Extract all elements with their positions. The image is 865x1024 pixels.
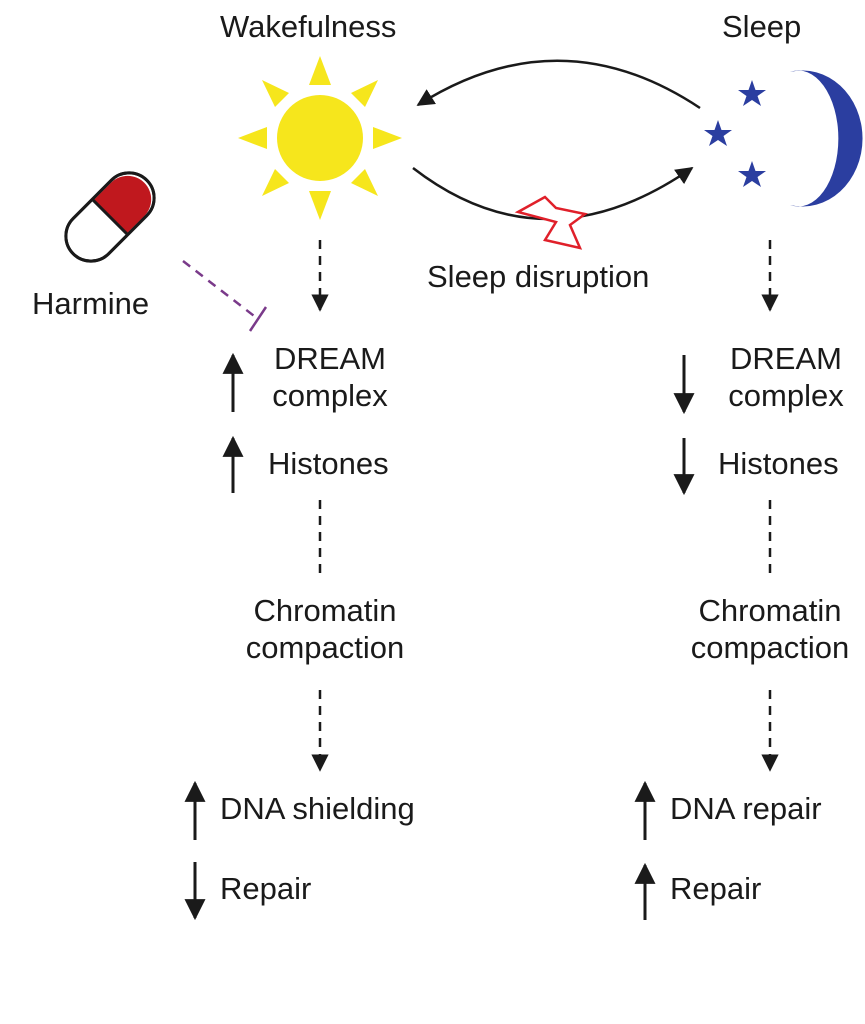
lightning-icon (514, 195, 589, 250)
wake-histones-label: Histones (268, 446, 389, 481)
sleep-dream-line2: complex (728, 378, 844, 414)
sleep-chromatin-line2: compaction (690, 630, 850, 666)
wake-chromatin-label: Chromatin compaction (225, 592, 425, 666)
wake-dream-line2: complex (272, 378, 388, 414)
wake-title: Wakefulness (220, 9, 397, 44)
wake-outcome1-label: DNA shielding (220, 791, 415, 826)
sleep-title: Sleep (722, 9, 802, 44)
sun-icon (238, 56, 402, 220)
sleep-chromatin-label: Chromatin compaction (675, 592, 865, 666)
wake-chromatin-line1: Chromatin (253, 593, 397, 628)
wake-outcome2-label: Repair (220, 871, 312, 906)
sleep-to-wake-arrow (416, 59, 701, 110)
wake-dream-label: DREAM complex (255, 340, 405, 414)
sleep-chromatin-line1: Chromatin (698, 593, 842, 628)
sleep-outcome2-label: Repair (670, 871, 762, 906)
wake-dream-line1: DREAM (274, 341, 386, 376)
wake-chromatin-line2: compaction (245, 630, 405, 666)
disruption-label: Sleep disruption (427, 259, 650, 294)
sleep-dream-label: DREAM complex (710, 340, 862, 414)
star-icon (704, 80, 766, 187)
pill-icon (64, 171, 156, 263)
sleep-dream-line1: DREAM (730, 341, 842, 376)
inhibition-line (182, 260, 268, 332)
sleep-outcome1-label: DNA repair (670, 791, 822, 826)
drug-label: Harmine (32, 286, 150, 321)
moon-icon (790, 70, 863, 207)
sleep-histones-label: Histones (718, 446, 839, 481)
